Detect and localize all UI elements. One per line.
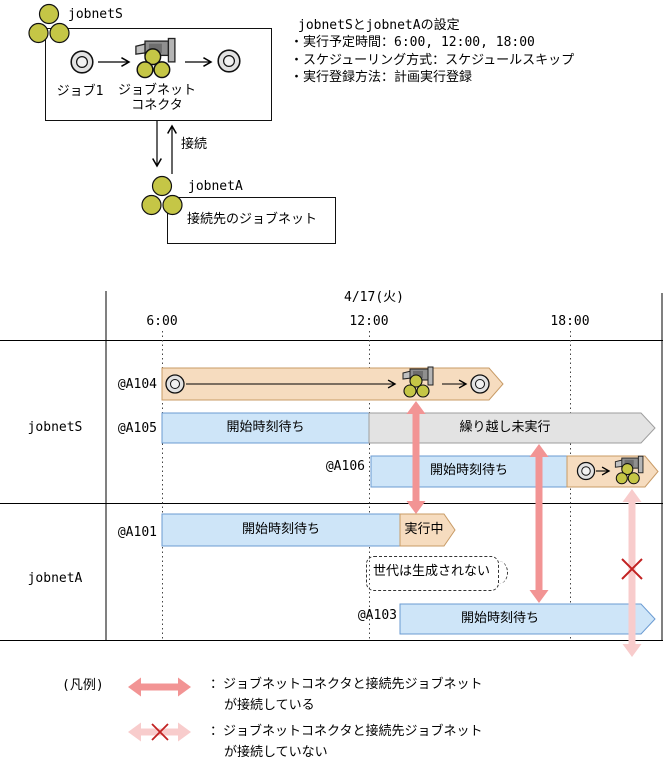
jobnet-s-label: jobnetS — [68, 7, 123, 22]
a105-wait-text: 開始時刻待ち — [226, 420, 305, 435]
tick-0600: 6:00 — [146, 314, 178, 329]
no-generation-note-text: 世代は生成されない — [372, 564, 490, 579]
date-label: 4/17(火) — [344, 290, 404, 305]
row-id-a106: @A106 — [325, 459, 365, 474]
section-jobnet-s: jobnetS — [27, 420, 83, 435]
jobnet-a-label: jobnetA — [188, 179, 243, 194]
connector-label-line2: コネクタ — [131, 98, 183, 113]
settings-line-registration-method: ・実行登録方法：計画実行登録 — [290, 70, 473, 85]
bar-a105-carryover — [368, 412, 656, 444]
legend-connected-line2: が接続している — [224, 698, 315, 713]
connector-label-line1: ジョブネット — [117, 83, 196, 98]
bar-a101-running — [399, 513, 456, 547]
settings-line-scheduling-method: ・スケジューリング方式：スケジュールスキップ — [290, 53, 575, 68]
row-id-a103: @A103 — [357, 608, 397, 623]
row-id-a104: @A104 — [117, 377, 157, 392]
a101-running-text: 実行中 — [404, 522, 444, 537]
settings-title: jobnetSとjobnetAの設定 — [298, 18, 460, 33]
bar-a105-wait — [161, 412, 370, 444]
job1-label: ジョブ1 — [56, 84, 104, 99]
connection-label: 接続 — [181, 137, 208, 152]
no-generation-note-tail — [495, 561, 508, 584]
legend-connected-line1: ：ジョブネットコネクタと接続先ジョブネット — [210, 677, 483, 692]
legend-not-connected-line2: が接続していない — [224, 745, 328, 760]
bar-a104-exec — [161, 367, 504, 401]
a101-wait-text: 開始時刻待ち — [241, 522, 320, 537]
a103-wait-text: 開始時刻待ち — [460, 611, 539, 626]
tick-1800: 18:00 — [550, 314, 590, 329]
legend-not-connected-line1: ：ジョブネットコネクタと接続先ジョブネット — [210, 724, 483, 739]
row-id-a105: @A105 — [117, 421, 157, 436]
row-id-a101: @A101 — [117, 525, 157, 540]
settings-line-schedule-times: ・実行予定時間：6:00, 12:00, 18:00 — [290, 35, 535, 50]
legend-title: (凡例) — [62, 678, 104, 693]
bar-a106-exec — [566, 455, 659, 488]
a105-carryover-text: 繰り越し未実行 — [459, 420, 551, 435]
tick-1200: 12:00 — [349, 314, 389, 329]
bar-a103-wait — [399, 603, 656, 635]
dest-jobnet-label: 接続先のジョブネット — [186, 212, 317, 227]
section-jobnet-a: jobnetA — [27, 571, 83, 586]
a106-wait-text: 開始時刻待ち — [429, 463, 508, 478]
